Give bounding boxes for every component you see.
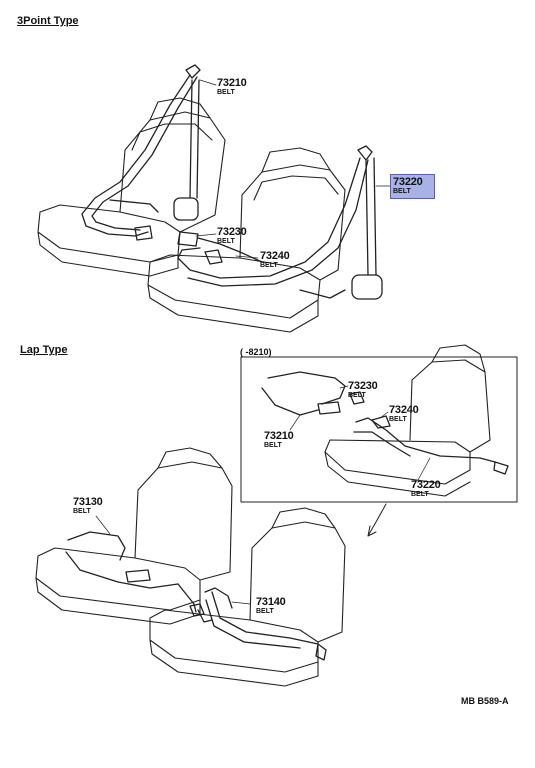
part-desc: BELT	[260, 262, 278, 269]
inset-range-label: ( -8210)	[240, 347, 272, 357]
inset-frame	[240, 356, 518, 503]
part-desc: BELT	[217, 89, 235, 96]
part-number: 73220	[411, 479, 441, 491]
lap-belts	[65, 531, 327, 661]
part-number: 73140	[256, 596, 286, 608]
part-number: 73210	[217, 77, 247, 89]
callout-73230-inset[interactable]: 73230 BELT	[348, 380, 378, 400]
part-number: 73230	[217, 226, 247, 238]
lap-left-seat	[35, 447, 233, 625]
three-point-left-seat	[37, 97, 226, 277]
callout-73240-inset[interactable]: 73240 BELT	[389, 404, 419, 424]
three-point-right-seat	[147, 147, 346, 333]
part-desc: BELT	[348, 392, 366, 399]
part-desc: BELT	[264, 442, 282, 449]
callout-73240-top[interactable]: 73240 BELT	[260, 250, 290, 270]
part-number: 73210	[264, 430, 294, 442]
callout-73220-top[interactable]: 73220 BELT	[393, 176, 423, 196]
lap-right-seat	[149, 507, 346, 687]
three-point-leaders	[195, 79, 391, 259]
callout-73140[interactable]: 73140 BELT	[256, 596, 286, 616]
part-desc: BELT	[393, 188, 411, 195]
three-point-belts	[81, 64, 383, 300]
part-desc: BELT	[73, 508, 91, 515]
callout-73210-inset[interactable]: 73210 BELT	[264, 430, 294, 450]
part-number: 73230	[348, 380, 378, 392]
highlighted-part-box	[390, 174, 435, 199]
part-desc: BELT	[217, 238, 235, 245]
inset-seat	[324, 344, 491, 497]
callout-73210-top[interactable]: 73210 BELT	[217, 77, 247, 97]
part-number: 73240	[389, 404, 419, 416]
part-number: 73130	[73, 496, 103, 508]
lap-leaders	[95, 515, 251, 605]
section-title-3point: 3Point Type	[17, 15, 79, 27]
inset-arrow	[367, 503, 387, 537]
callout-73220-inset[interactable]: 73220 BELT	[411, 479, 441, 499]
part-desc: BELT	[411, 491, 429, 498]
inset-belts	[261, 371, 509, 475]
callout-73130[interactable]: 73130 BELT	[73, 496, 103, 516]
inset-leaders	[289, 385, 431, 481]
section-title-lap: Lap Type	[20, 344, 68, 356]
part-number: 73220	[393, 176, 423, 188]
part-desc: BELT	[389, 416, 407, 423]
callout-73230-top[interactable]: 73230 BELT	[217, 226, 247, 246]
diagram-reference-code: MB B589-A	[461, 696, 509, 706]
part-number: 73240	[260, 250, 290, 262]
part-desc: BELT	[256, 608, 274, 615]
